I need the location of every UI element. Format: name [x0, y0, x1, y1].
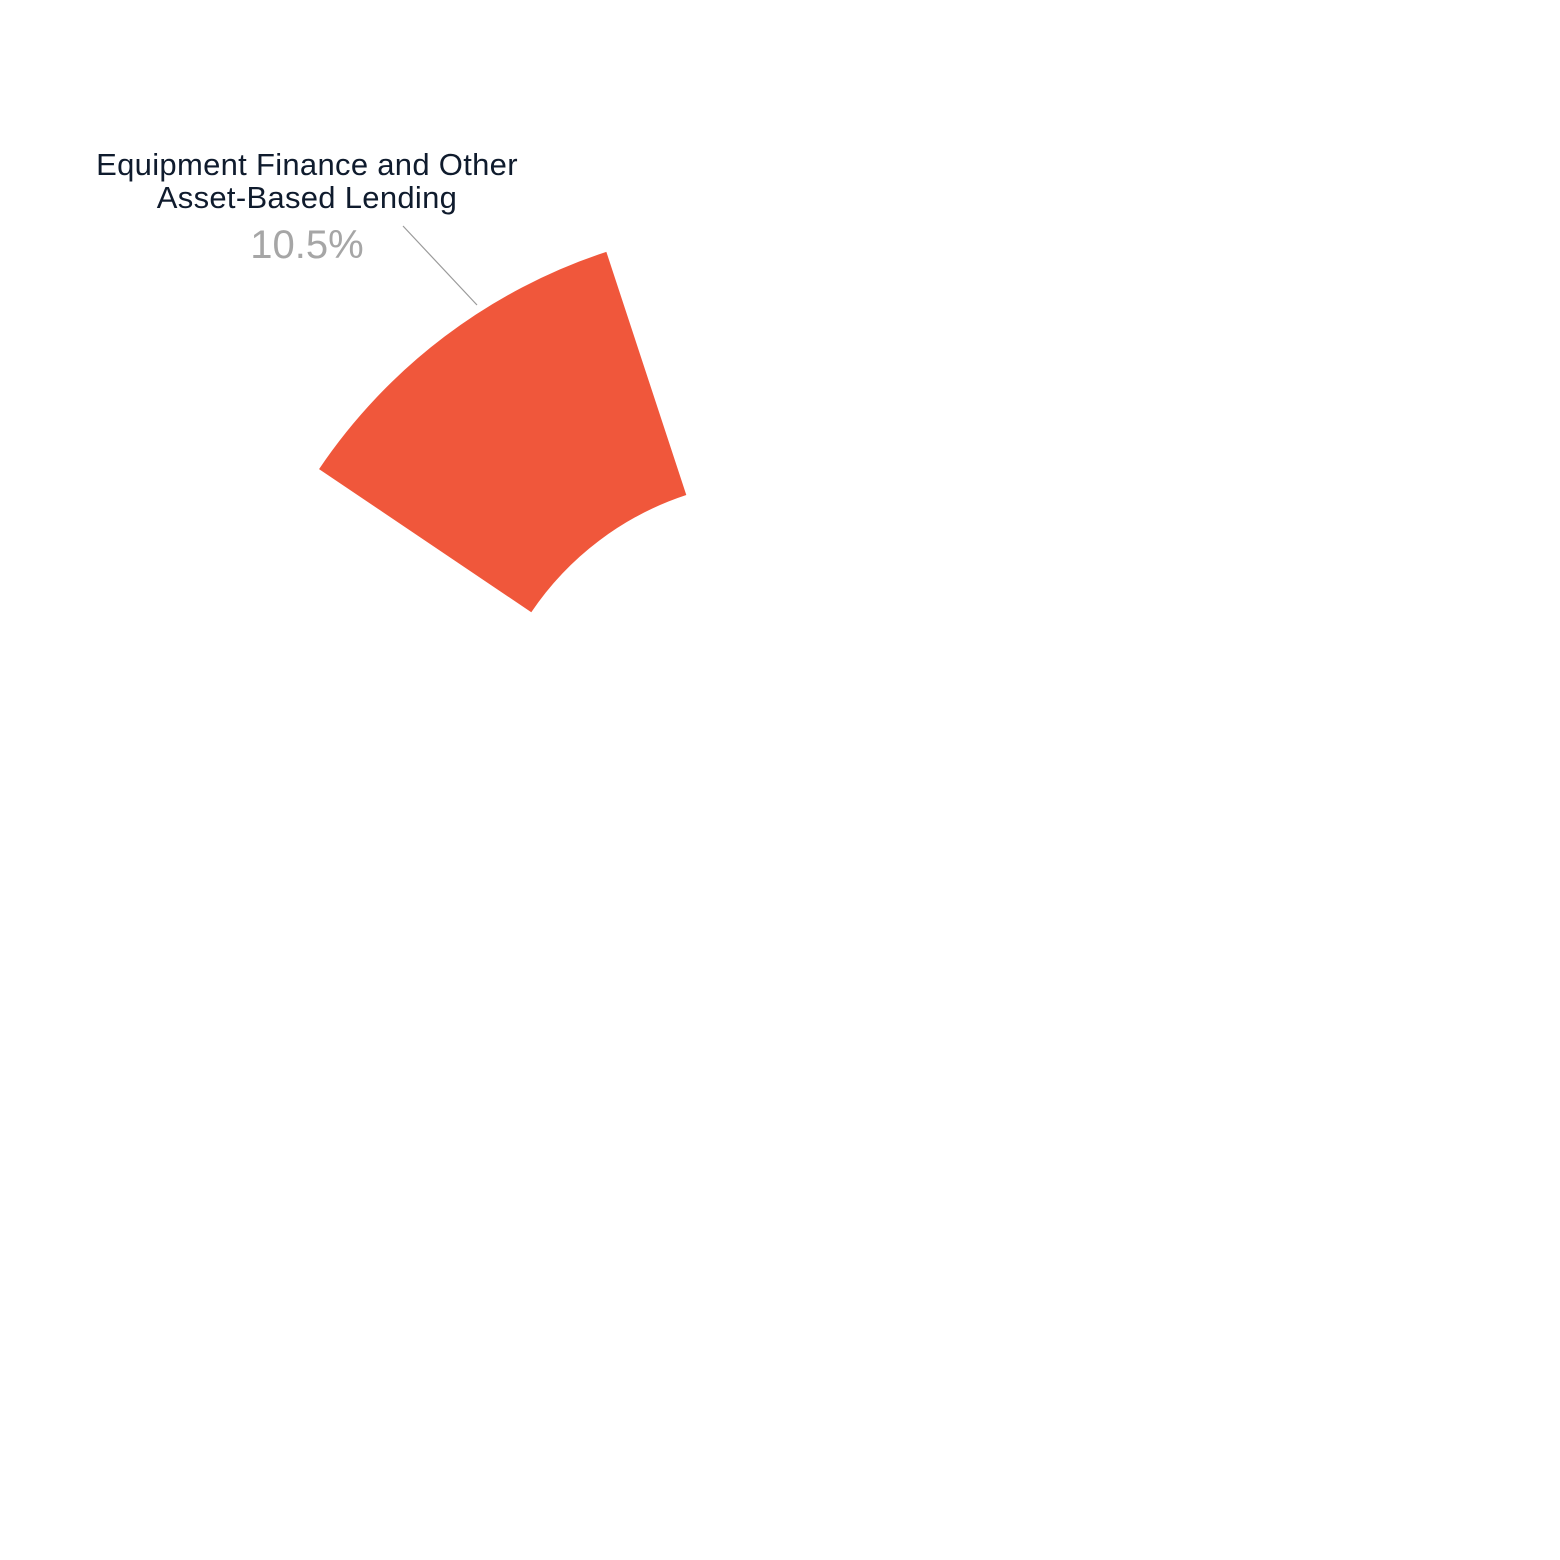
- slice-label-line-1: Equipment Finance and Other: [96, 147, 518, 182]
- leader-line: [402, 225, 478, 306]
- chart-slices: [319, 251, 687, 613]
- pie-slice: [319, 251, 687, 613]
- slice-label-line-2: Asset-Based Lending: [157, 180, 457, 215]
- slice-value-label: 10.5%: [250, 223, 363, 267]
